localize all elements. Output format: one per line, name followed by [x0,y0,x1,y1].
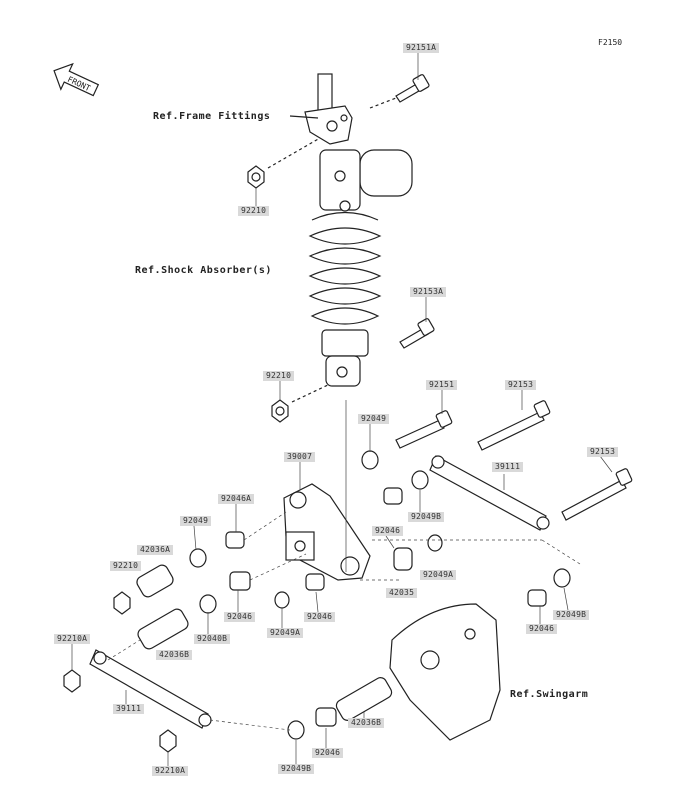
bolt-92151-icon [395,410,453,449]
part-number[interactable]: 42035 [386,588,418,598]
bolt-92153a-icon [399,318,435,349]
sleeve-42036b-right-icon [335,677,393,721]
part-number[interactable]: 42036A [137,545,174,555]
tie-rod-39111-lower-icon [89,649,212,729]
part-number[interactable]: 92153A [410,287,447,297]
swingarm-icon [389,603,501,741]
part-number[interactable]: 92049B [408,512,445,522]
shock-absorber-icon [308,149,413,387]
collar-92049-swingarm-icon [553,568,571,588]
part-number[interactable]: 92046 [304,612,336,622]
collar-92049-left-icon [189,548,207,568]
collar-92049b-icon [411,470,429,490]
collar-92049b-bottom-icon [287,720,305,740]
part-number[interactable]: 92210A [152,766,189,776]
rocker-arm-39007-icon [283,483,371,581]
part-number[interactable]: 92049B [278,764,315,774]
part-number[interactable]: 92210 [263,371,295,381]
nut-92210a-lower-icon [159,729,177,753]
bushing-92046a-icon [225,531,245,549]
part-number[interactable]: 92046 [372,526,404,536]
part-number[interactable]: 92046 [526,624,558,634]
part-number[interactable]: 92153 [505,380,537,390]
part-number[interactable]: 92046A [218,494,255,504]
part-number[interactable]: 92210 [110,561,142,571]
part-number[interactable]: 39111 [492,462,524,472]
part-number[interactable]: 92046 [224,612,256,622]
part-number[interactable]: 92153 [587,447,619,457]
part-number[interactable]: 92049 [180,516,212,526]
part-number[interactable]: 92049A [420,570,457,580]
part-number[interactable]: 92049A [267,628,304,638]
sleeve-42036b-left-icon [137,608,189,650]
part-number[interactable]: 39111 [113,704,145,714]
nut-92210-upper-icon [247,165,265,189]
ref-swingarm: Ref.Swingarm [510,689,589,700]
figure-id: F2150 [598,38,623,47]
part-number[interactable]: 92151A [403,43,440,53]
part-number[interactable]: 92151 [426,380,458,390]
frame-fitting-icon [304,73,353,145]
front-arrow-icon: FRONT [53,62,100,97]
part-number[interactable]: 42036B [348,718,385,728]
collar-92049-icon [361,450,379,470]
collar-92040b-icon [199,594,217,614]
collar-92049a-right-icon [427,534,443,552]
collar-92049a-lower-icon [274,591,290,609]
bolt-92151a-icon [395,74,430,103]
part-number[interactable]: 92210 [238,206,270,216]
bolt-92153-right-icon [561,468,633,521]
part-number[interactable]: 39007 [284,452,316,462]
ref-frame-fittings: Ref.Frame Fittings [153,111,271,122]
part-number[interactable]: 42036B [156,650,193,660]
part-number[interactable]: 92049B [553,610,590,620]
part-number[interactable]: 92049 [358,414,390,424]
nut-92210a-left-icon [63,669,81,693]
bushing-92046-swingarm-icon [527,589,547,607]
bushing-92046-bottom-icon [315,707,337,727]
nut-92210-left-icon [113,591,131,615]
sleeve-42035-icon [393,547,413,571]
bolt-92153-upper-icon [477,400,551,451]
nut-92210-middle-icon [271,399,289,423]
part-number[interactable]: 92040B [194,634,231,644]
part-number[interactable]: 92046 [312,748,344,758]
part-number[interactable]: 92210A [54,634,91,644]
bushing-92046-lower-left-icon [229,571,251,591]
bushing-92046-right-icon [383,487,403,505]
bushing-92046-lower-mid-icon [305,573,325,591]
sleeve-42036a-icon [136,564,174,598]
ref-shock-absorber: Ref.Shock Absorber(s) [135,265,272,276]
tie-rod-39111-upper-icon [429,455,550,531]
